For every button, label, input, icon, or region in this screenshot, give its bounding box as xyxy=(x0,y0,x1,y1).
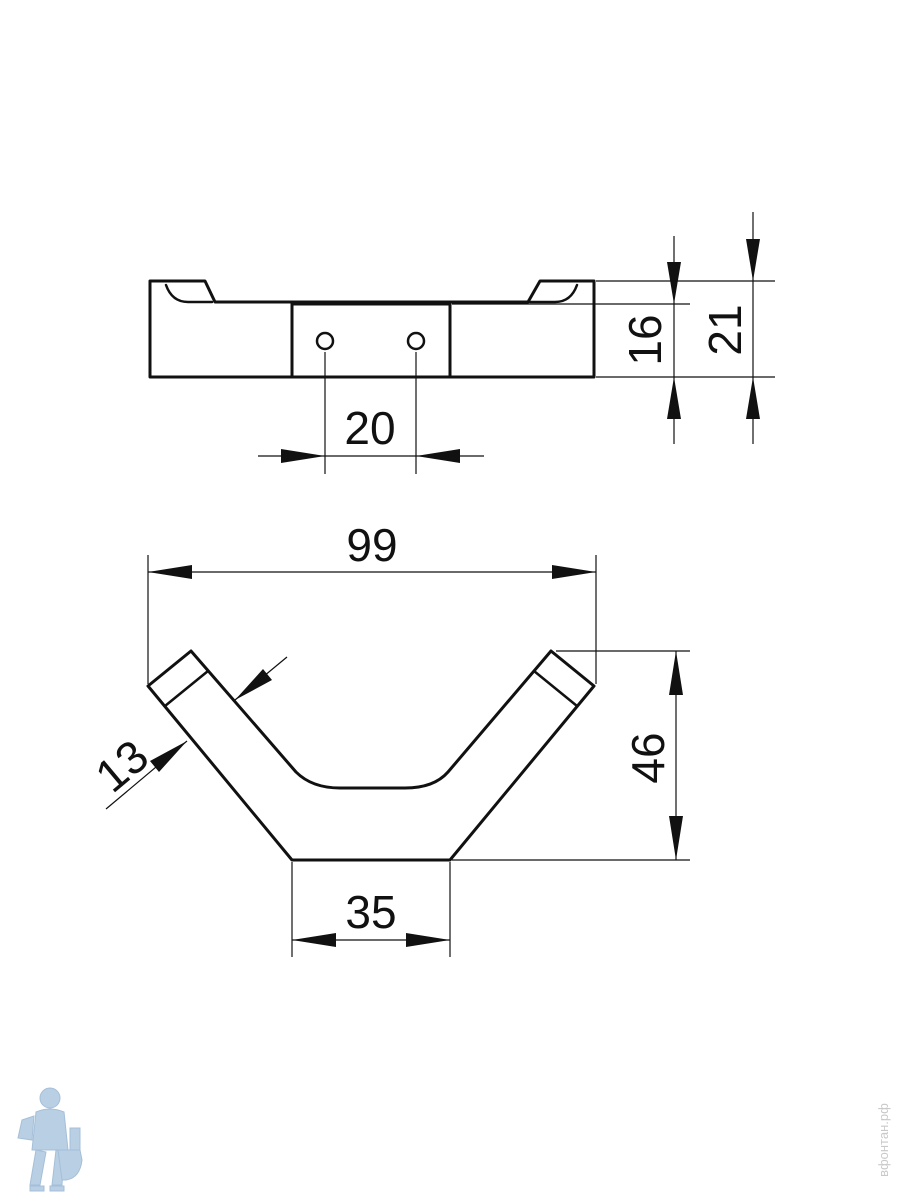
mounting-plate xyxy=(290,302,452,379)
watermark-text: вфонтан.рф xyxy=(876,1103,891,1177)
dimension-label-total-height: 21 xyxy=(699,304,751,355)
arrowhead xyxy=(292,933,336,947)
arrowhead xyxy=(667,377,681,419)
arrowhead xyxy=(667,262,681,304)
right-hook-tip-edge xyxy=(528,283,579,304)
arrowhead xyxy=(235,669,272,700)
arrowhead xyxy=(746,377,760,419)
dimension-label-depth: 46 xyxy=(622,732,674,783)
screw-hole-right xyxy=(406,331,426,351)
plan-view: 99 13 46 35 xyxy=(85,519,690,957)
arrowhead xyxy=(552,565,596,579)
hook-plan-body xyxy=(146,649,596,862)
arrowhead xyxy=(148,565,192,579)
dimension-plate-height: 16 xyxy=(452,236,775,444)
arrowhead xyxy=(281,449,325,463)
dimension-label-hole-spacing: 20 xyxy=(344,402,395,454)
dimension-label-overall-width: 99 xyxy=(346,519,397,571)
screw-hole-left xyxy=(315,331,335,351)
arrowhead xyxy=(669,651,683,695)
arrowhead xyxy=(416,449,460,463)
dimension-label-arm-width: 13 xyxy=(85,729,158,802)
right-arm-end-cap xyxy=(532,669,579,708)
left-hook-tip-edge xyxy=(164,283,214,304)
left-arm-end-cap xyxy=(163,669,210,708)
dimension-depth: 46 xyxy=(452,650,690,861)
front-view: 20 16 21 xyxy=(148,212,775,474)
dimension-base-width: 35 xyxy=(291,862,451,957)
dimension-hole-spacing: 20 xyxy=(258,352,484,474)
arrowhead xyxy=(406,933,450,947)
arrowhead xyxy=(746,239,760,281)
dimension-total-height: 21 xyxy=(596,212,775,444)
dimension-label-base-width: 35 xyxy=(345,886,396,938)
dimension-label-plate-height: 16 xyxy=(619,314,671,365)
arrowhead xyxy=(669,816,683,860)
dimension-overall-width: 99 xyxy=(147,519,597,684)
plumber-with-toilet-icon xyxy=(17,1087,83,1192)
arrowhead xyxy=(150,741,187,772)
